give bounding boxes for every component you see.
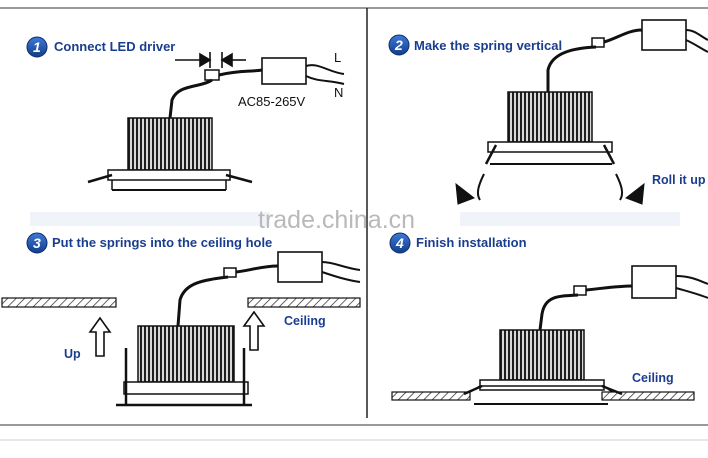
step-2-lamp <box>484 91 616 165</box>
step-2-number: 2 <box>394 37 403 53</box>
step-4-badge: 4 <box>389 232 411 254</box>
terminal-block <box>204 69 220 81</box>
step-4-lamp <box>463 329 623 405</box>
label-roll-it-up: Roll it up <box>652 173 706 187</box>
mains-wires <box>685 29 708 53</box>
label-live: L <box>334 50 341 65</box>
step-2: 2 Make the spring vertical Roll it up <box>388 19 708 205</box>
step-1-title: Connect LED driver <box>54 39 175 54</box>
step-4: 4 Finish installation Ceiling <box>389 232 708 405</box>
step-4-title: Finish installation <box>416 235 527 250</box>
mains-wires <box>321 261 361 283</box>
step-1-lamp <box>87 117 253 191</box>
step-2-cable <box>546 28 643 92</box>
step-2-badge: 2 <box>388 34 410 56</box>
step-4-cable <box>538 284 633 331</box>
led-driver <box>641 19 687 51</box>
watermark: trade.china.cn <box>30 206 680 234</box>
step-4-number: 4 <box>395 235 404 251</box>
step-1-number: 1 <box>33 39 41 55</box>
step-3-lamp <box>116 325 252 407</box>
step-3-badge: 3 <box>26 232 48 254</box>
terminal-block <box>223 267 237 278</box>
ceiling-board-right <box>601 391 695 401</box>
step-2-title: Make the spring vertical <box>414 38 562 53</box>
terminal-block <box>591 37 605 48</box>
terminal-block <box>573 285 587 296</box>
mains-wires <box>675 275 708 299</box>
step-3-cable <box>176 264 279 327</box>
step-3-title: Put the springs into the ceiling hole <box>52 235 272 250</box>
led-driver <box>631 265 677 299</box>
step-1: 1 Connect LED driver L N AC85-265V <box>26 36 345 191</box>
connector-symbol <box>175 52 246 68</box>
label-ceiling-3: Ceiling <box>284 314 326 328</box>
panel-dividers <box>0 7 708 441</box>
label-up: Up <box>64 347 81 361</box>
label-ceiling-4: Ceiling <box>632 371 674 385</box>
mains-wires <box>305 64 345 85</box>
led-driver <box>277 251 323 283</box>
step-1-badge: 1 <box>26 36 48 58</box>
ceiling-board-left <box>391 391 471 401</box>
label-voltage: AC85-265V <box>238 94 306 109</box>
ceiling-board-right <box>247 297 361 308</box>
watermark-text: trade.china.cn <box>258 206 415 234</box>
step-3-number: 3 <box>33 235 41 251</box>
step-1-cable <box>168 68 263 119</box>
led-driver <box>261 57 307 85</box>
label-neutral: N <box>334 85 343 100</box>
ceiling-board-left <box>1 297 117 308</box>
step-3: 3 Put the springs into the ceiling hole … <box>1 232 361 407</box>
up-arrows <box>88 310 266 357</box>
roll-arrows <box>455 173 645 205</box>
